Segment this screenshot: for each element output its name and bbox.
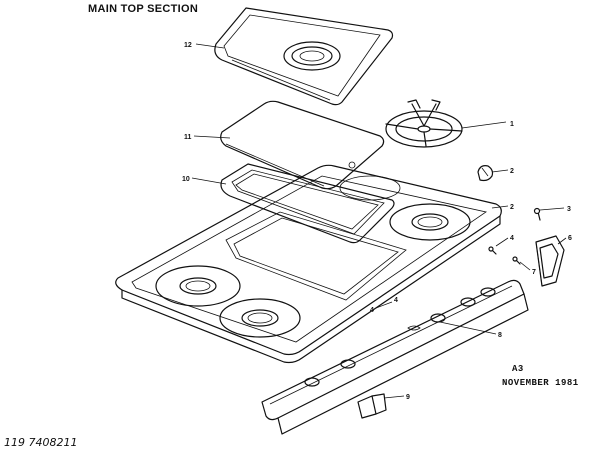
callout-2: 2: [510, 168, 514, 175]
part-11-cover-plate: [220, 100, 385, 190]
screws: [488, 207, 541, 265]
part-2-main-cooktop: [115, 164, 502, 364]
callout-7: 7: [532, 269, 536, 276]
callout-11: 11: [184, 134, 192, 141]
callout-4b: 4: [370, 307, 374, 314]
callout-9: 9: [406, 394, 410, 401]
stamp-line-2: NOVEMBER 1981: [502, 378, 579, 388]
callout-6: 6: [568, 235, 572, 242]
callout-4c: 4: [394, 297, 398, 304]
part-6-side-bracket: [535, 235, 565, 287]
callout-1: 1: [510, 121, 514, 128]
callout-4: 4: [510, 235, 514, 242]
callout-8: 8: [498, 332, 502, 339]
callout-10: 10: [182, 176, 190, 183]
diagram-title: MAIN TOP SECTION: [88, 3, 198, 15]
part-9-clip: [357, 393, 387, 419]
leader-lines: [191, 43, 567, 399]
handwritten-part-number: 119 7408211: [4, 436, 77, 449]
callout-numbers: 1 2 2 3 4 6 7 4 8 9 10 11 12 4: [182, 42, 572, 401]
part-8-front-panel: [261, 279, 529, 435]
part-12-top-frame: [214, 7, 394, 106]
part-1-burner-grate: [385, 99, 463, 148]
part-2-burner-cap: [477, 165, 494, 182]
part-10-inner-pan: [220, 163, 395, 244]
callout-3: 3: [567, 206, 571, 213]
callout-2b: 2: [510, 204, 514, 211]
callout-12: 12: [184, 42, 192, 49]
stamp-line-1: A3: [512, 364, 524, 374]
